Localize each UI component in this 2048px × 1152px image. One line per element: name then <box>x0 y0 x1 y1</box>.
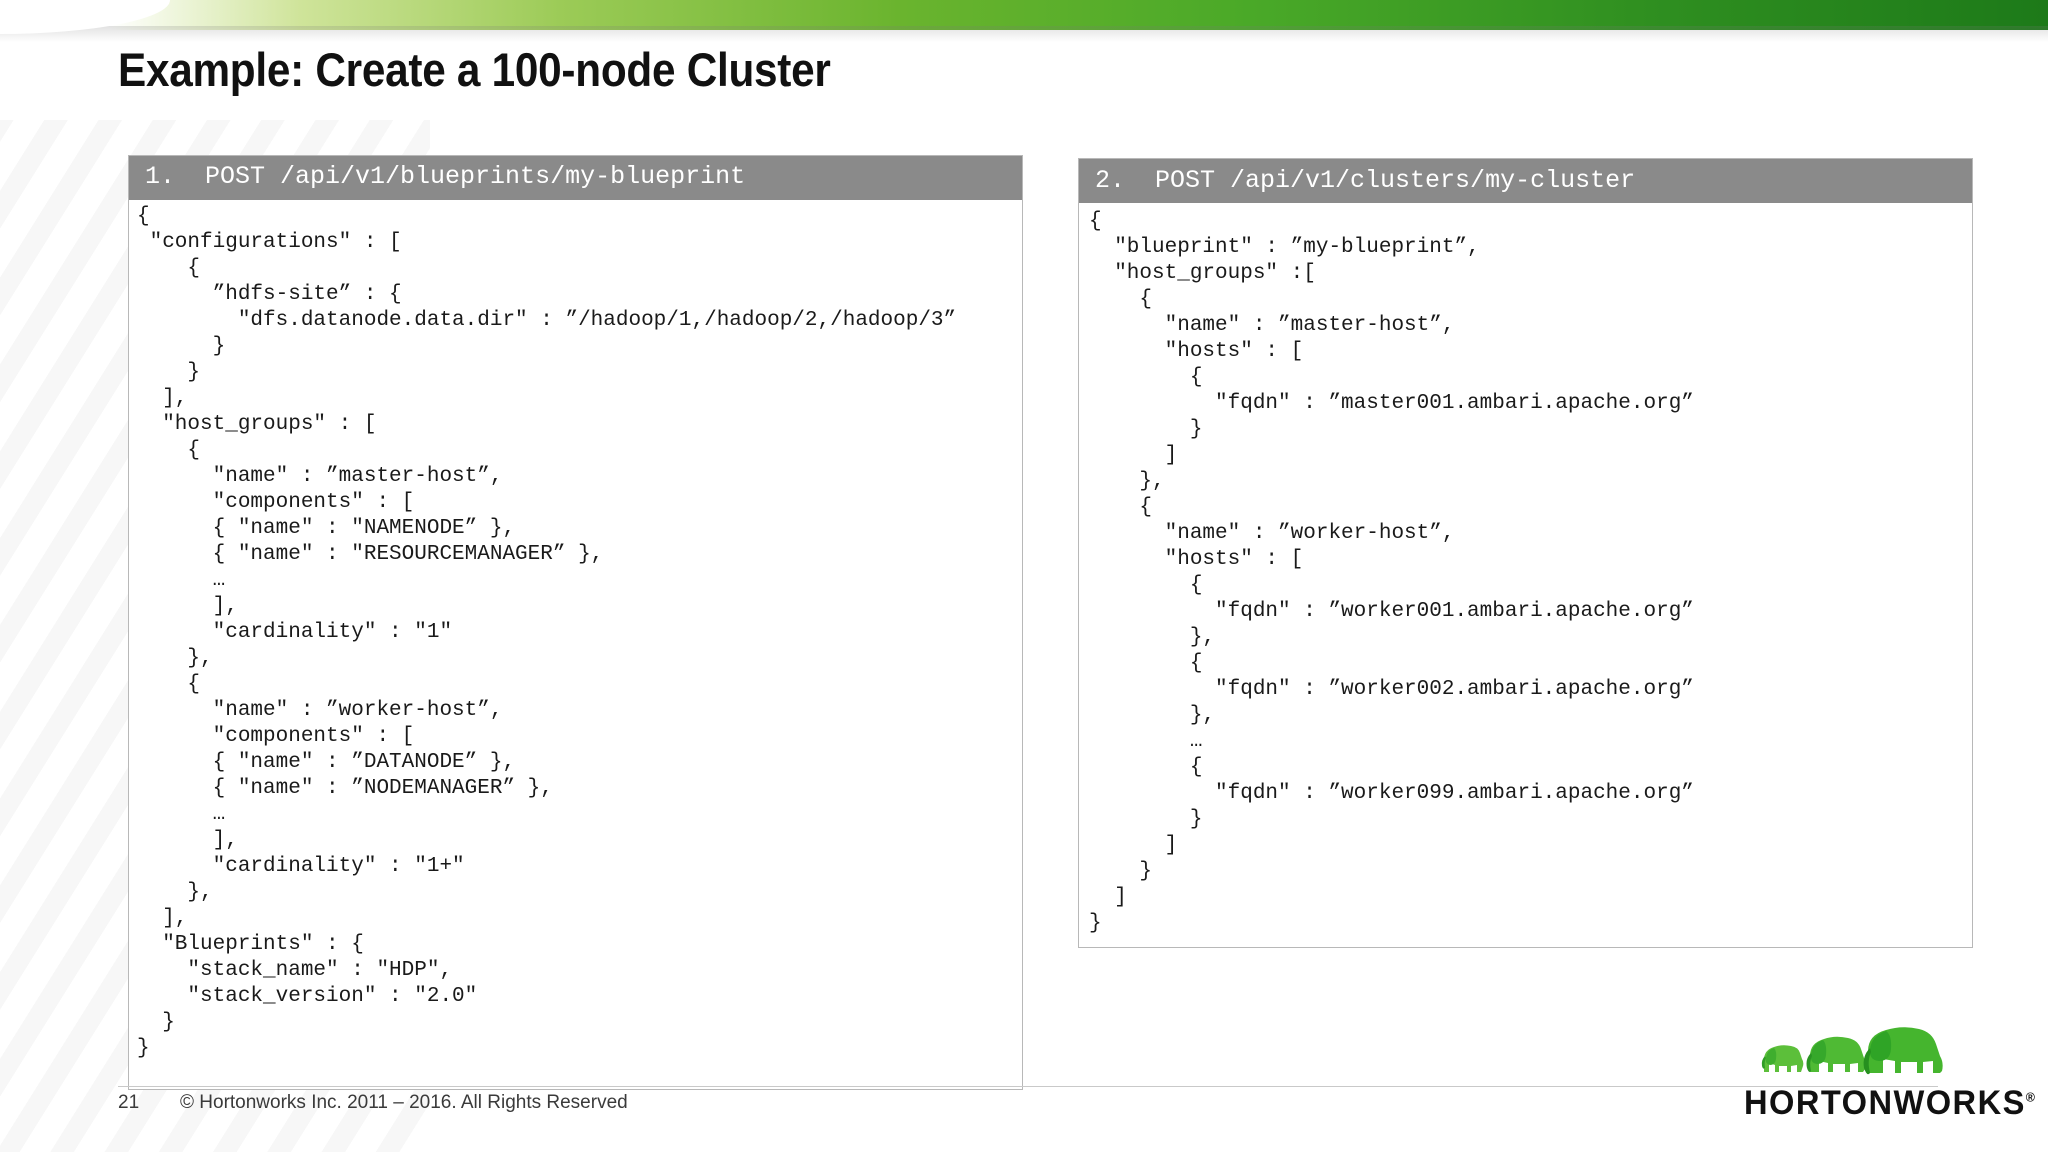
top-band-shadow <box>0 26 2048 42</box>
panel-header-cluster-request: 2. POST /api/v1/clusters/my-cluster <box>1079 159 1972 203</box>
logo-wordmark: HORTONWORKS® <box>1744 1084 2035 1123</box>
registered-trademark-icon: ® <box>2025 1089 2035 1105</box>
logo-wordmark-text: HORTONWORKS <box>1744 1084 2026 1122</box>
code-panel-blueprint-request: 1. POST /api/v1/blueprints/my-blueprint … <box>128 155 1023 1090</box>
three-elephants-icon <box>1761 1027 1943 1075</box>
page-number: 21 <box>118 1092 140 1113</box>
hortonworks-logo: HORTONWORKS® <box>1742 1022 2035 1127</box>
code-block-cluster-request: { "blueprint" : ”my-blueprint”, "host_gr… <box>1089 210 1694 935</box>
copyright-notice: © Hortonworks Inc. 2011 – 2016. All Righ… <box>180 1092 628 1113</box>
panel-header-blueprint-request: 1. POST /api/v1/blueprints/my-blueprint <box>129 156 1022 200</box>
page-title: Example: Create a 100-node Cluster <box>118 43 831 96</box>
top-green-band <box>0 0 2048 30</box>
code-panel-cluster-request: 2. POST /api/v1/clusters/my-cluster { "b… <box>1078 158 1973 948</box>
footer-divider <box>118 1086 1938 1087</box>
code-block-blueprint-request: { "configurations" : [ { ”hdfs-site” : {… <box>137 205 957 1060</box>
